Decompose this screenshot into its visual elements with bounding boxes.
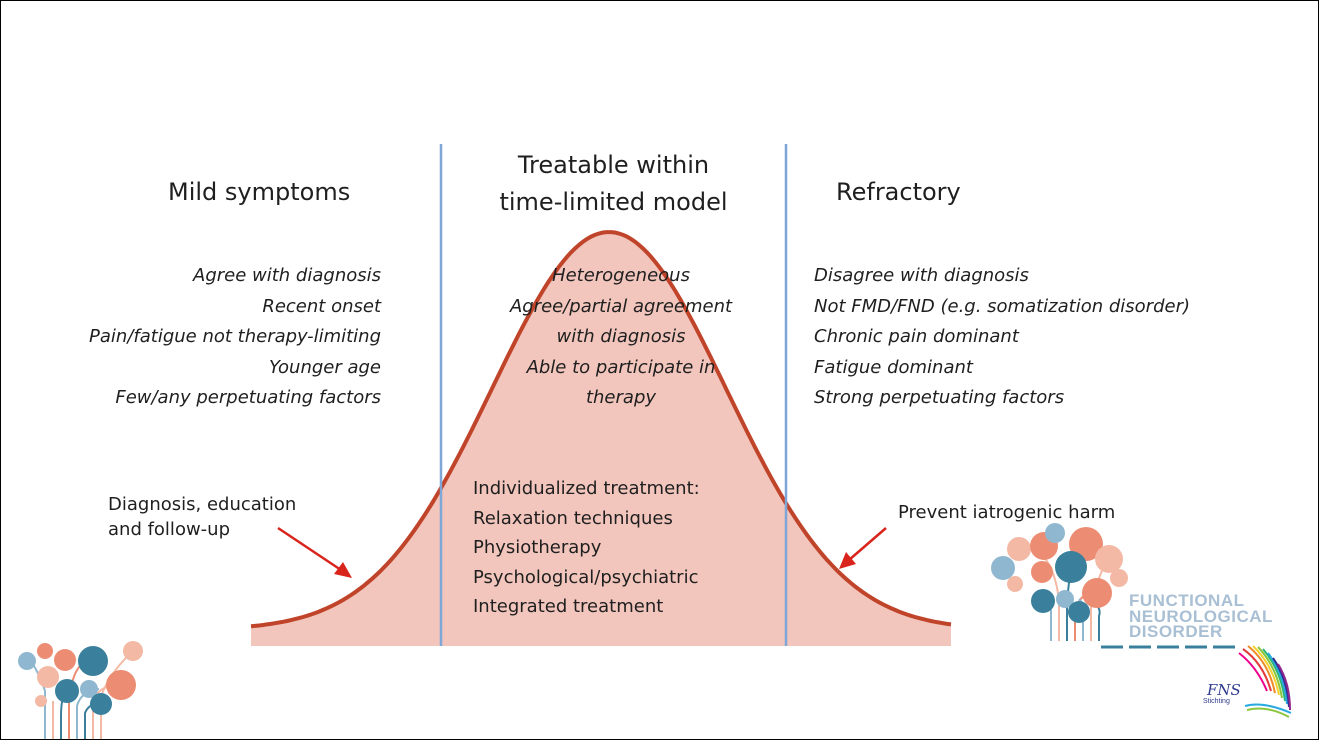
list-item: Strong perpetuating factors [814,387,1065,408]
list-item: Pain/fatigue not therapy-limiting [89,326,381,347]
list-item: Physiotherapy [473,537,602,558]
list-item: Agree with diagnosis [193,265,381,286]
list-item: Heterogeneous [552,265,690,286]
list-item: therapy [585,387,657,408]
list-item: Agree/partial agreement [509,295,733,317]
tree-logo-right [991,523,1239,649]
mild-symptoms-list: Agree with diagnosis Recent onset Pain/f… [89,261,381,414]
right-arrow [839,527,887,569]
list-item: Individualized treatment: [473,478,700,499]
list-item: Fatigue dominant [814,356,973,378]
treatable-list: Heterogeneous Agree/partial agreement wi… [441,261,801,414]
list-item: Able to participate in [526,356,716,378]
right-action-label: Prevent iatrogenic harm [898,502,1116,523]
heading-refractory: Refractory [836,178,961,206]
bell-curve-line [250,230,952,629]
heading-treatable: Treatable within time-limited model [499,151,728,216]
list-item: Younger age [269,356,381,378]
heading-mild-symptoms: Mild symptoms [168,178,351,206]
list-item: Recent onset [262,295,381,317]
left-action-label: Diagnosis, education and follow-up [108,494,297,540]
fns-logo-subtext: Stichting [1203,698,1230,705]
list-item: Relaxation techniques [473,507,673,529]
left-arrow [277,526,352,578]
list-item: Disagree with diagnosis [814,265,1029,286]
list-item: Integrated treatment [473,596,664,617]
list-item: Few/any perpetuating factors [115,387,381,408]
list-item: with diagnosis [556,326,686,347]
fns-logo-graphic [1238,645,1292,718]
bell-curve-fill [251,232,951,646]
list-item: Psychological/psychiatric [473,566,699,588]
list-item: Chronic pain dominant [814,326,1019,347]
treatment-list: Individualized treatment: Relaxation tec… [473,474,700,622]
fns-logo-text: FNS [1207,681,1241,699]
list-item: Not FMD/FND (e.g. somatization disorder) [814,295,1190,317]
refractory-list: Disagree with diagnosis Not FMD/FND (e.g… [814,261,1190,414]
tree-logo-bottom-left [18,641,143,739]
fnd-logo-text: FUNCTIONAL NEUROLOGICAL DISORDER [1129,591,1273,641]
